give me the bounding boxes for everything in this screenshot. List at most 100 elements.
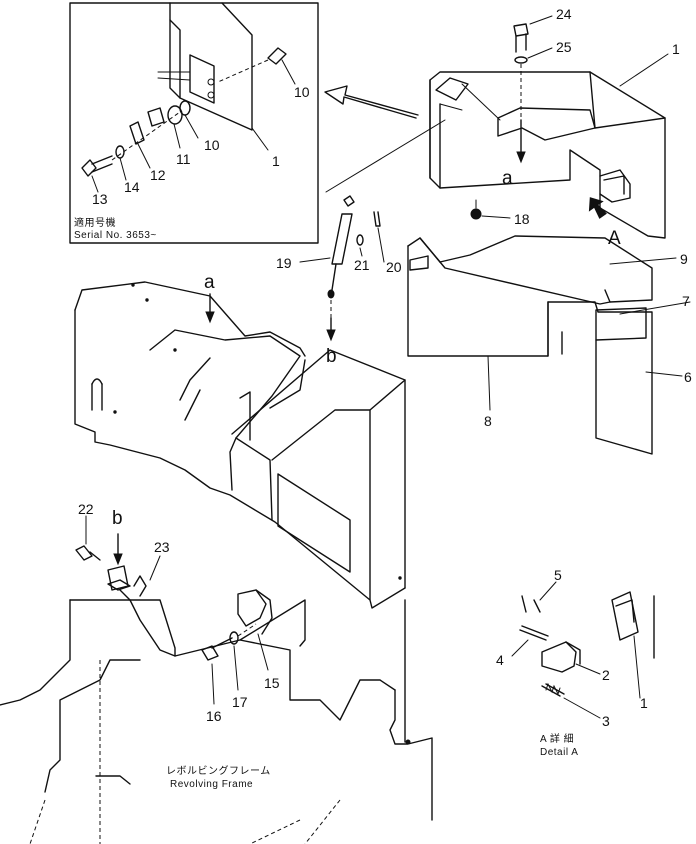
inset-panel: 適用号機 Serial No. 3653~ (69, 2, 319, 244)
cover-1-side (429, 79, 441, 189)
damper-mount-line (325, 119, 446, 193)
panel-8-tab (409, 255, 429, 271)
frame-body (74, 281, 406, 609)
leader-1-inset (251, 127, 269, 151)
battery-box-edge (369, 379, 406, 601)
frame-label-jp: レボルビングフレーム (166, 764, 271, 777)
panel-8-divider (547, 301, 563, 357)
panel-8-6-body (407, 245, 653, 455)
cover-1-step (497, 107, 596, 141)
arrow-b-head (326, 329, 336, 342)
callout-22: 22 (78, 501, 94, 517)
body-step (235, 437, 273, 521)
leader-7 (619, 301, 691, 315)
leader-18 (481, 215, 511, 219)
detail-title-jp: A 詳 細 (540, 732, 574, 745)
battery-box-top (231, 349, 406, 589)
callout-6: 6 (684, 369, 692, 385)
callout-19: 19 (276, 255, 292, 271)
bolt-22-head (75, 545, 93, 561)
bolt-24-shank (515, 33, 527, 53)
frame-right-edge (389, 689, 433, 821)
inset-serial-en: Serial No. 3653~ (74, 230, 157, 241)
frame-left-edge (0, 599, 71, 706)
detail-clip-2-side (565, 641, 581, 665)
callout-5: 5 (554, 567, 562, 583)
leader-8 (487, 355, 491, 411)
leader-3 (563, 697, 601, 719)
frame-label-en: Revolving Frame (170, 779, 253, 790)
pin-21 (356, 234, 364, 246)
leader-9 (609, 257, 677, 265)
inset-bolt-axis (217, 59, 269, 83)
bolt-24-head (513, 23, 529, 37)
revolving-frame: レボルビングフレーム Revolving Frame (0, 515, 433, 844)
frame-tab (95, 775, 131, 785)
pin-23 (133, 575, 147, 597)
body-rivet-2 (145, 298, 149, 302)
arrow-a-head (516, 151, 526, 164)
leader-5 (539, 581, 557, 601)
leader-16 (211, 663, 215, 705)
leader-15 (257, 633, 269, 671)
callout-10a: 10 (294, 84, 310, 100)
inset-washer-14 (115, 145, 125, 159)
damper-lower-bracket (107, 565, 129, 591)
detail-spring-coils (545, 682, 561, 696)
leader-1-detail (633, 635, 641, 699)
leader-10b (184, 114, 199, 139)
callout-4: 4 (496, 652, 504, 668)
frame-right-top (239, 639, 396, 721)
letter-A-view: A (608, 228, 621, 249)
body-rivet-1 (131, 283, 135, 287)
callout-20: 20 (386, 259, 402, 275)
callout-3: 3 (602, 713, 610, 729)
letter-b-frame: b (112, 508, 123, 529)
callout-2: 2 (602, 667, 610, 683)
inset-bracket-plate (169, 2, 253, 131)
bolt-16-shank (211, 637, 233, 649)
callout-23: 23 (154, 539, 170, 555)
detail-A: A 詳 細 Detail A (511, 581, 655, 758)
damper-rod (331, 263, 337, 291)
inset-bracket-edge (169, 19, 181, 99)
arrow-a-main-head (205, 311, 215, 324)
callout-18: 18 (514, 211, 530, 227)
frame-bolt (405, 739, 411, 745)
inset-nut-11 (167, 105, 183, 125)
bolt-22-shank (89, 551, 101, 561)
body-rivet-5 (398, 576, 402, 580)
callout-1-main: 1 (672, 41, 680, 57)
inset-plate-clip (147, 107, 165, 127)
callout-16: 16 (206, 708, 222, 724)
leader-20 (377, 227, 385, 263)
letter-a-main: a (204, 272, 215, 293)
detail-pin-4 (519, 625, 549, 641)
washer-25 (514, 56, 528, 64)
washer-17 (229, 631, 239, 645)
leader-24 (529, 15, 553, 25)
leader-11 (173, 123, 181, 149)
cover-assembly-1 (429, 15, 669, 239)
cover-1-rod (461, 83, 501, 121)
callout-8: 8 (484, 413, 492, 429)
inset-bolt-13-shank (91, 155, 113, 173)
pin-20 (373, 211, 381, 227)
callout-1-detail: 1 (640, 695, 648, 711)
leader-6 (645, 371, 683, 377)
body-bracket-2 (239, 391, 251, 441)
inset-serial-jp: 適用号機 (74, 216, 116, 229)
view-arrow-A (588, 197, 607, 219)
callout-24: 24 (556, 6, 572, 22)
latch-15-side (255, 589, 273, 635)
leader-13 (91, 175, 99, 193)
leader-17 (233, 645, 239, 691)
damper-group (299, 119, 446, 342)
battery-box-ridge (271, 409, 371, 461)
leader-14 (119, 157, 127, 181)
body-rivet-4 (113, 410, 117, 414)
frame-inner-left (44, 659, 141, 793)
damper-cylinder (331, 213, 353, 265)
frame-hidden-3 (249, 799, 341, 844)
latch-15 (237, 589, 267, 627)
